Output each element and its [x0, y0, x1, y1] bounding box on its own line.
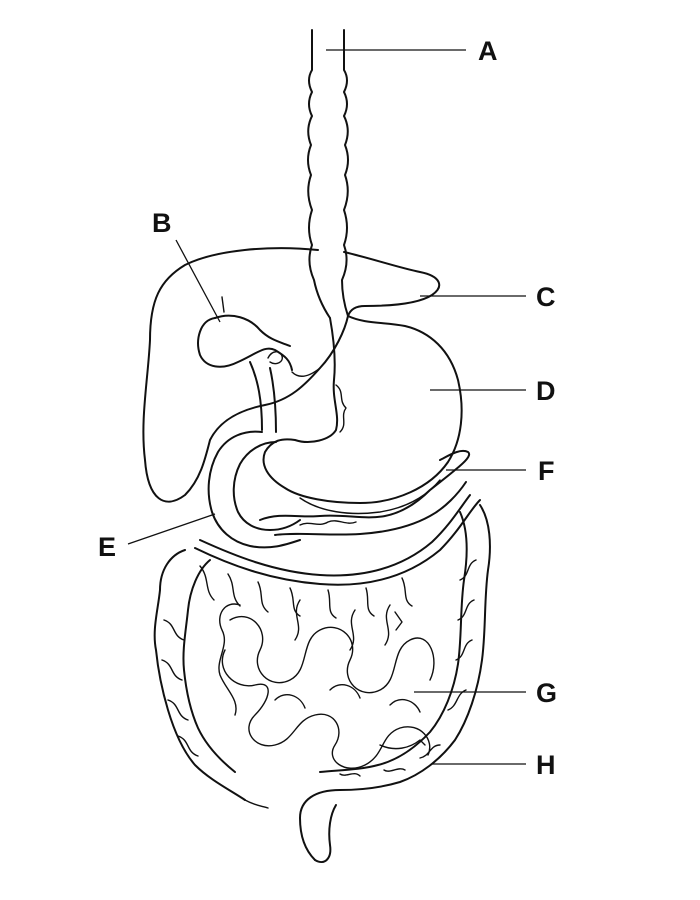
label-e: E	[98, 532, 116, 562]
esophagus	[307, 29, 349, 319]
large-intestine	[153, 494, 491, 864]
leader-lines	[127, 49, 526, 765]
label-c: C	[536, 282, 556, 312]
duodenum	[207, 430, 301, 549]
label-h: H	[536, 750, 556, 780]
leader-line-b	[175, 239, 221, 323]
label-g: G	[536, 678, 557, 708]
label-b: B	[152, 208, 172, 238]
stomach	[262, 315, 463, 515]
label-f: F	[538, 456, 555, 486]
label-a: A	[478, 36, 498, 66]
labels: A B C D E F G H	[98, 36, 557, 780]
liver	[142, 247, 441, 503]
small-intestine	[218, 599, 435, 769]
leader-line-e	[127, 513, 216, 545]
pancreas	[259, 450, 471, 536]
gallbladder	[197, 314, 321, 433]
label-d: D	[536, 376, 556, 406]
